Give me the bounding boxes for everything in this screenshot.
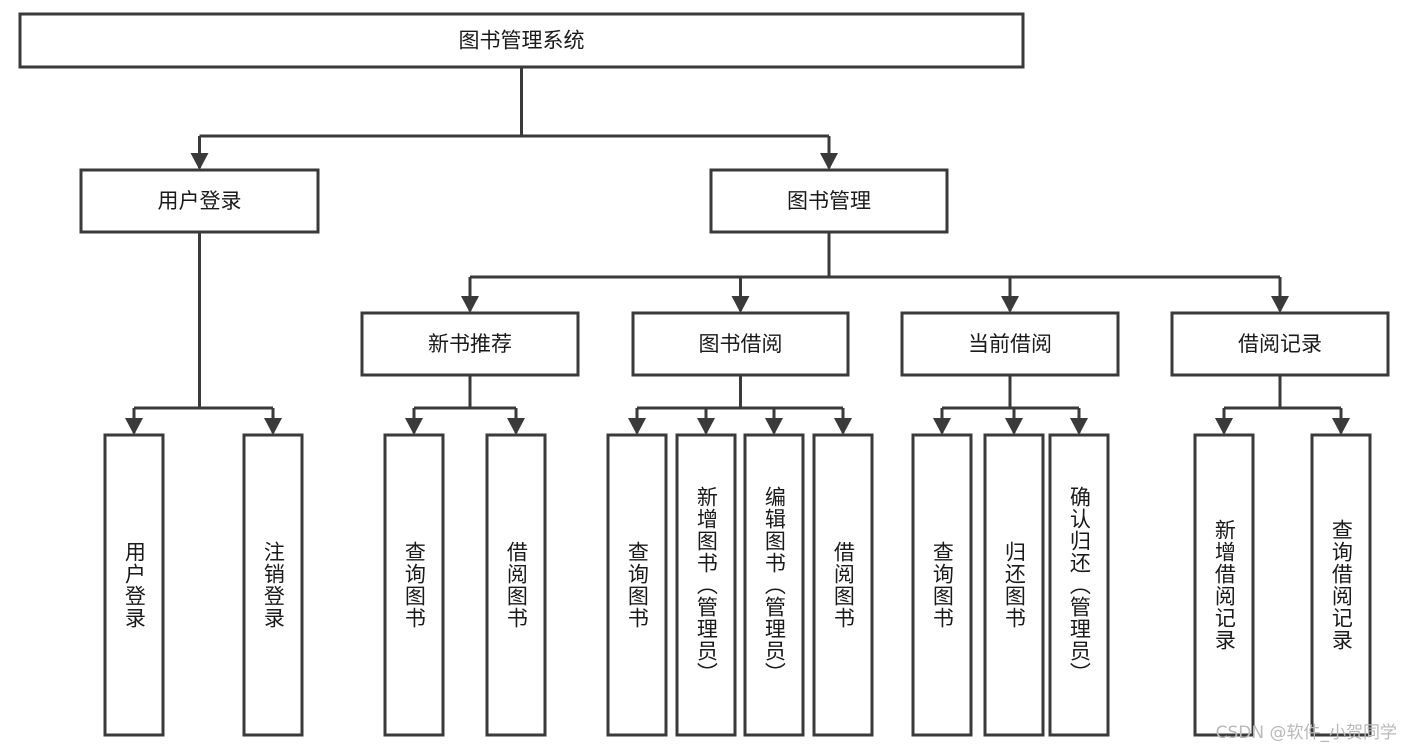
node-leaf-query-record-rect[interactable] xyxy=(1310,433,1372,737)
node-leaf-user-login[interactable] xyxy=(103,433,165,737)
node-leaf-add-book-rect[interactable] xyxy=(675,433,737,737)
arrow-head-icon-leaf-logout-login xyxy=(264,418,282,435)
arrow-head-icon-leaf-query-book-2 xyxy=(628,418,646,435)
node-borrow-record[interactable]: 借阅记录 xyxy=(1170,311,1390,377)
node-book-manage-label: 图书管理 xyxy=(787,189,871,213)
node-current-borrow-label: 当前借阅 xyxy=(968,332,1052,356)
node-leaf-query-book-3-rect[interactable] xyxy=(911,433,973,737)
node-leaf-query-book-2-rect[interactable] xyxy=(606,433,668,737)
arrow-head-icon-borrow-record xyxy=(1271,296,1289,313)
arrow-head-icon-book-manage xyxy=(820,153,838,170)
node-book-borrow-label: 图书借阅 xyxy=(699,332,783,356)
arrow-head-icon-leaf-confirm-return xyxy=(1070,418,1088,435)
node-leaf-add-book[interactable] xyxy=(675,433,737,737)
arrow-head-icon-book-borrow xyxy=(731,296,750,313)
arrow-head-icon-leaf-edit-book xyxy=(765,418,783,435)
node-leaf-logout-login-rect[interactable] xyxy=(242,433,304,737)
node-root[interactable]: 图书管理系统 xyxy=(18,12,1025,69)
node-leaf-query-book-2[interactable] xyxy=(606,433,668,737)
arrow-head-icon-leaf-return-book xyxy=(1005,418,1023,435)
node-leaf-user-login-rect[interactable] xyxy=(103,433,165,737)
node-book-manage-rect[interactable] xyxy=(709,168,949,234)
node-leaf-add-record[interactable] xyxy=(1193,433,1255,737)
node-leaf-borrow-book-2[interactable] xyxy=(812,433,874,737)
node-leaf-logout-login[interactable] xyxy=(242,433,304,737)
node-book-borrow[interactable]: 图书借阅 xyxy=(631,311,850,377)
node-leaf-confirm-return-rect[interactable] xyxy=(1048,433,1110,737)
node-root-rect[interactable] xyxy=(18,12,1025,69)
node-leaf-return-book-rect[interactable] xyxy=(983,433,1045,737)
arrow-head-icon-leaf-borrow-book-2 xyxy=(834,418,852,435)
arrow-head-icon-current-borrow xyxy=(1001,296,1019,313)
arrow-head-icon-leaf-user-login xyxy=(125,418,143,435)
arrow-head-icon-leaf-add-record xyxy=(1215,418,1233,435)
node-borrow-record-rect[interactable] xyxy=(1170,311,1390,377)
arrow-head-icon-new-book-recommend xyxy=(461,296,479,313)
node-leaf-borrow-book-2-rect[interactable] xyxy=(812,433,874,737)
node-book-manage[interactable]: 图书管理 xyxy=(709,168,949,234)
node-user-login-label: 用户登录 xyxy=(158,189,242,213)
node-leaf-edit-book[interactable] xyxy=(743,433,805,737)
arrow-head-icon-leaf-query-book-1 xyxy=(405,418,423,435)
node-new-book-recommend-label: 新书推荐 xyxy=(428,332,512,356)
arrow-head-icon-leaf-add-book xyxy=(697,418,715,435)
node-leaf-add-record-rect[interactable] xyxy=(1193,433,1255,737)
node-leaf-borrow-book-1-rect[interactable] xyxy=(485,433,547,737)
arrow-head-icon-leaf-query-book-3 xyxy=(933,418,951,435)
node-leaf-query-book-3[interactable] xyxy=(911,433,973,737)
node-root-label: 图书管理系统 xyxy=(459,29,585,53)
node-leaf-query-book-1-rect[interactable] xyxy=(383,433,445,737)
arrow-head-icon-user-login xyxy=(190,153,209,170)
node-borrow-record-label: 借阅记录 xyxy=(1238,332,1322,356)
node-leaf-edit-book-rect[interactable] xyxy=(743,433,805,737)
node-leaf-query-record[interactable] xyxy=(1310,433,1372,737)
arrow-head-icon-leaf-query-record xyxy=(1332,418,1350,435)
node-current-borrow[interactable]: 当前借阅 xyxy=(900,311,1120,377)
arrow-head-icon-leaf-borrow-book-1 xyxy=(507,418,525,435)
node-leaf-confirm-return[interactable] xyxy=(1048,433,1110,737)
node-leaf-return-book[interactable] xyxy=(983,433,1045,737)
node-user-login[interactable]: 用户登录 xyxy=(79,168,320,234)
node-new-book-recommend[interactable]: 新书推荐 xyxy=(360,311,580,377)
node-leaf-query-book-1[interactable] xyxy=(383,433,445,737)
node-user-login-rect[interactable] xyxy=(79,168,320,234)
node-leaf-borrow-book-1[interactable] xyxy=(485,433,547,737)
